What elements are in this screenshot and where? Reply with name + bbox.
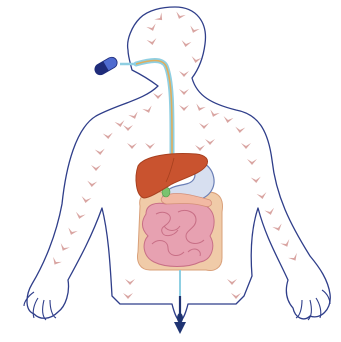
flow-arrow <box>153 93 163 99</box>
flow-arrow <box>154 12 165 23</box>
flow-arrow <box>195 145 205 151</box>
flow-arrow <box>179 105 189 111</box>
flow-arrow <box>288 253 300 263</box>
left-hand-fingers <box>24 292 56 320</box>
flow-arrow <box>227 279 237 285</box>
flow-arrow <box>241 143 251 149</box>
flow-arrow <box>123 293 133 299</box>
flow-arrow <box>208 109 219 118</box>
flow-arrow <box>188 25 199 34</box>
flow-arrow <box>145 143 155 149</box>
flow-arrow <box>66 227 77 236</box>
pill-capsule-icon <box>93 55 119 77</box>
flow-arrow <box>146 23 157 32</box>
flow-arrow <box>128 111 139 120</box>
flow-arrow <box>181 40 192 48</box>
flow-arrow <box>257 192 268 200</box>
flow-arrow <box>127 143 137 149</box>
flow-arrow <box>123 125 133 131</box>
right-hand-fingers <box>296 290 330 320</box>
flow-arrow <box>264 208 275 216</box>
flow-arrow <box>95 149 105 156</box>
flow-arrow <box>247 159 257 165</box>
flow-arrow <box>142 105 153 114</box>
flow-arrow <box>87 181 97 188</box>
flow-arrow <box>125 279 135 285</box>
flow-arrow <box>58 243 70 253</box>
flow-arrow <box>179 71 189 77</box>
flow-arrow <box>74 212 85 220</box>
flow-arrow <box>223 116 234 124</box>
flow-arrow <box>231 293 241 299</box>
flow-arrow <box>179 89 189 95</box>
flow-arrow <box>115 120 126 128</box>
flow-arrow <box>280 239 292 249</box>
flow-arrow <box>91 165 101 171</box>
flow-arrow <box>174 11 185 20</box>
flow-arrow <box>103 133 113 140</box>
flow-arrow <box>235 127 245 134</box>
flow-arrow <box>147 38 158 46</box>
flow-arrow <box>272 223 283 232</box>
flow-arrow <box>81 196 92 204</box>
flow-arrow <box>251 177 261 184</box>
small-intestine <box>143 200 215 266</box>
flow-arrow <box>194 103 205 112</box>
flow-arrow <box>50 257 62 267</box>
flow-arrow <box>205 139 215 145</box>
flow-arrow <box>199 123 209 129</box>
